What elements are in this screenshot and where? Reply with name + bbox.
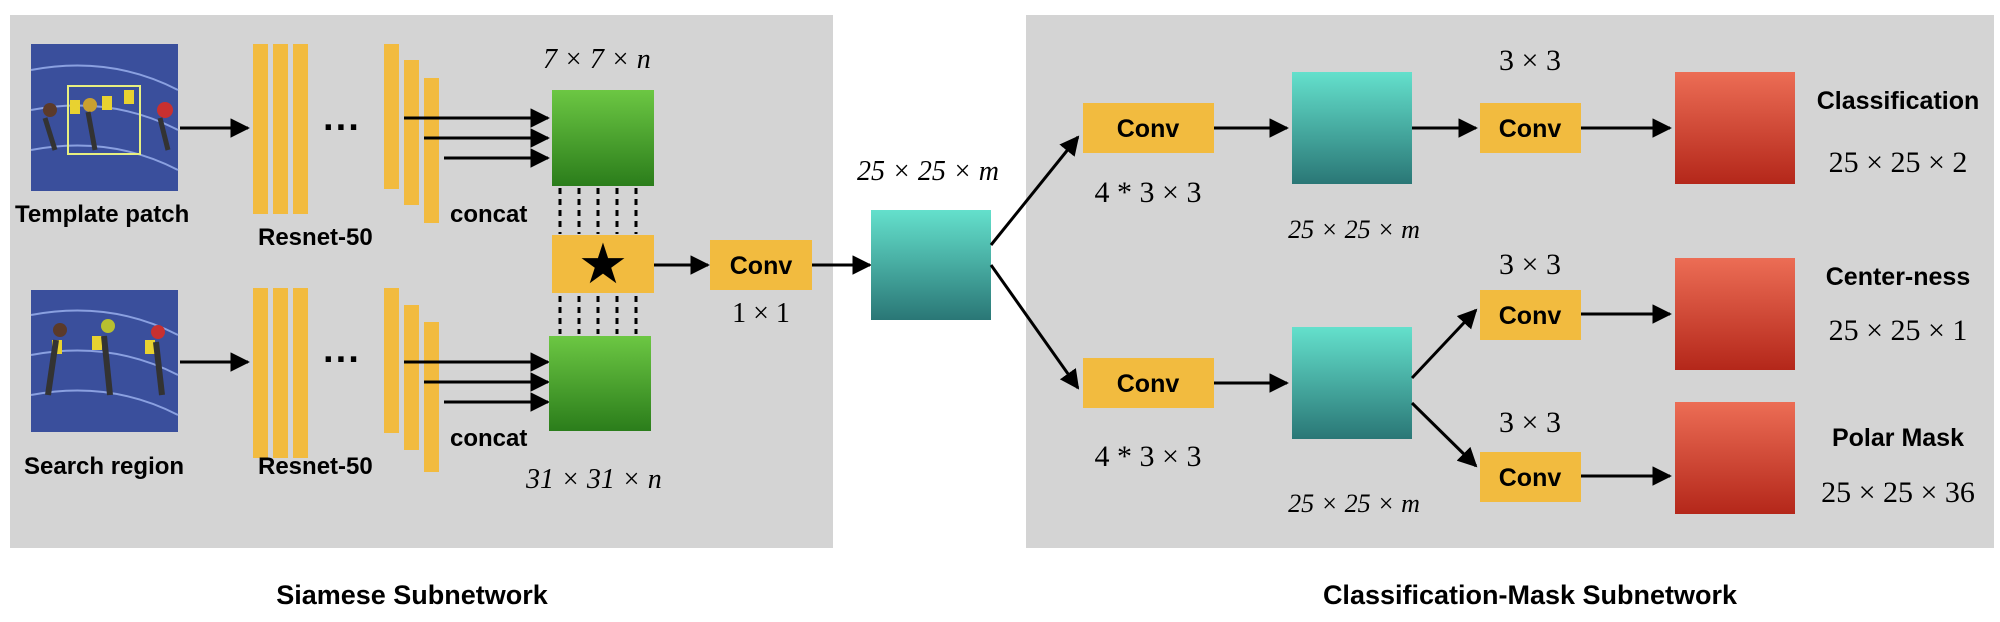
centerness-conv-block (1480, 290, 1581, 340)
polarmask-title: Polar Mask (1832, 424, 1964, 452)
siamese-caption: Siamese Subnetwork (276, 580, 549, 610)
conv-1x1-block (710, 240, 812, 290)
search-feature-map (549, 336, 651, 431)
center-to-upper-arrow (989, 135, 1080, 246)
lower-feature-dim: 25 × 25 × m (1288, 489, 1420, 518)
ellipsis-bottom: ··· (323, 339, 361, 381)
resnet-backbone-top (253, 44, 439, 223)
polarmask-out-dim: 25 × 25 × 36 (1821, 476, 1975, 509)
lower-conv-block (1083, 358, 1214, 408)
correlation-dotted-lines (558, 188, 638, 334)
classification-output-map (1675, 72, 1795, 184)
classification-conv-label: Conv (1499, 115, 1562, 143)
conv-1x1-dim: 1 × 1 (732, 298, 790, 329)
classification-conv-block (1480, 103, 1581, 153)
classification-title: Classification (1817, 87, 1980, 115)
search-region-label: Search region (24, 453, 184, 480)
search-feature-dim: 31 × 31 × n (525, 464, 662, 495)
centerness-conv-label: Conv (1499, 302, 1562, 330)
correlation-star: ★ (578, 232, 628, 295)
template-patch-label: Template patch (15, 201, 189, 228)
classification-mask-caption: Classification-Mask Subnetwork (1323, 580, 1738, 610)
concat-label-bottom: concat (450, 425, 527, 452)
resnet-backbone-bottom (253, 288, 439, 472)
correlation-block (552, 235, 654, 293)
polarmask-conv-block (1480, 452, 1581, 502)
ellipsis-top: ··· (323, 107, 361, 149)
centerness-out-dim: 25 × 25 × 1 (1829, 314, 1968, 347)
center-feature-map (871, 210, 991, 320)
polarmask-kernel: 3 × 3 (1499, 406, 1561, 439)
resnet-label-top: Resnet-50 (258, 224, 373, 251)
upper-conv-block (1083, 103, 1214, 153)
centerness-kernel: 3 × 3 (1499, 248, 1561, 281)
center-to-lower-arrow (989, 264, 1080, 390)
centerness-title: Center-ness (1826, 263, 1971, 291)
concat-arrows-top (404, 108, 550, 168)
centerness-output-map (1675, 258, 1795, 370)
classification-out-dim: 25 × 25 × 2 (1829, 146, 1968, 179)
polarmask-conv-label: Conv (1499, 464, 1562, 492)
template-feature-map (552, 90, 654, 186)
lower-to-centerness-arrow (1410, 308, 1478, 380)
lower-conv-dim: 4 * 3 × 3 (1095, 440, 1202, 473)
template-patch-image (30, 44, 179, 191)
template-feature-dim: 7 × 7 × n (543, 44, 651, 75)
resnet-label-bottom: Resnet-50 (258, 453, 373, 480)
lower-conv-label: Conv (1117, 370, 1180, 398)
concat-label-top: concat (450, 201, 527, 228)
classification-kernel: 3 × 3 (1499, 44, 1561, 77)
lower-to-polarmask-arrow (1410, 401, 1478, 468)
search-region-image (30, 290, 179, 432)
upper-conv-dim: 4 * 3 × 3 (1095, 176, 1202, 209)
conv-1x1-label: Conv (730, 252, 793, 280)
center-feature-dim: 25 × 25 × m (857, 156, 999, 187)
upper-conv-label: Conv (1117, 115, 1180, 143)
lower-feature-map (1292, 327, 1412, 439)
upper-feature-dim: 25 × 25 × m (1288, 215, 1420, 244)
upper-feature-map (1292, 72, 1412, 184)
polarmask-output-map (1675, 402, 1795, 514)
concat-arrows-bottom (404, 352, 550, 412)
